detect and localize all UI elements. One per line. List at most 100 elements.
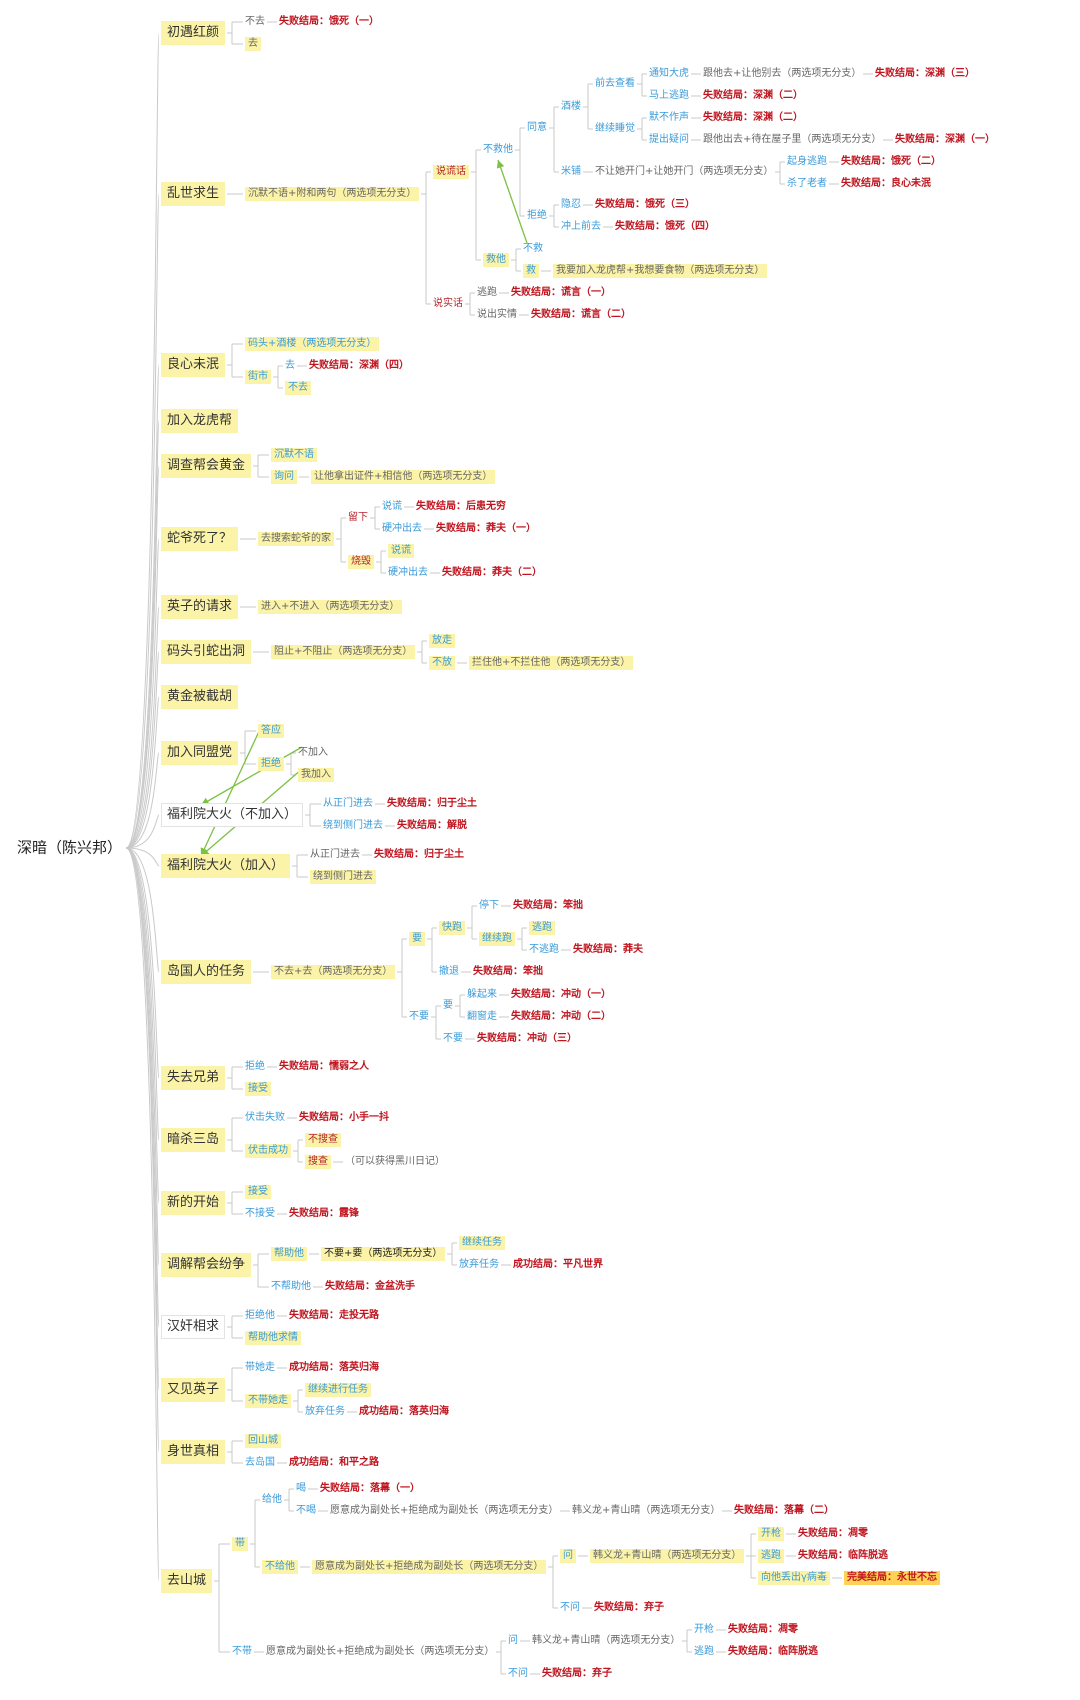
ending-node[interactable]: 失败结局：笨拙 <box>513 900 583 911</box>
ending-node[interactable]: 失败结局：冲动（三） <box>477 1033 577 1044</box>
choice-node[interactable]: 阻止+不阻止（两选项无分支） <box>271 645 416 659</box>
ending-node[interactable]: 失败结局：金盆洗手 <box>325 1281 415 1292</box>
chapter-node[interactable]: 身世真相 <box>161 1440 226 1464</box>
choice-node[interactable]: 给他 <box>262 1494 282 1505</box>
ending-node[interactable]: 成功结局：落英归海 <box>359 1406 449 1417</box>
chapter-node[interactable]: 加入同盟党 <box>161 741 239 765</box>
choice-node[interactable]: 不帮助他 <box>271 1281 311 1292</box>
choice-node[interactable]: 愿意成为副处长+拒绝成为副处长（两选项无分支） <box>312 1560 547 1574</box>
root-node[interactable]: 深暗（陈兴邦） <box>17 838 123 857</box>
ending-node[interactable]: 成功结局：落英归海 <box>289 1362 379 1373</box>
ending-node[interactable]: 失败结局：落幕（一） <box>320 1483 420 1494</box>
choice-node[interactable]: 不逃跑 <box>529 944 559 955</box>
chapter-node[interactable]: 加入龙虎帮 <box>161 409 239 433</box>
chapter-node[interactable]: 福利院大火（加入） <box>161 854 291 878</box>
choice-node[interactable]: 喝 <box>296 1483 306 1494</box>
ending-node[interactable]: 失败结局：临阵脱逃 <box>728 1646 818 1657</box>
choice-node[interactable]: 不接受 <box>245 1208 275 1219</box>
choice-node[interactable]: 从正门进去 <box>323 798 373 809</box>
chapter-node[interactable]: 英子的请求 <box>161 595 239 619</box>
ending-node[interactable]: 失败结局：弃子 <box>542 1668 612 1679</box>
ending-node[interactable]: 失败结局：懦弱之人 <box>279 1061 369 1072</box>
chapter-node[interactable]: 新的开始 <box>161 1191 226 1215</box>
choice-node[interactable]: 硬冲出去 <box>382 523 422 534</box>
choice-node[interactable]: 放弃任务 <box>305 1406 345 1417</box>
choice-node[interactable]: 拒绝 <box>527 210 547 221</box>
ending-node[interactable]: 失败结局：归于尘土 <box>387 798 477 809</box>
choice-node[interactable]: 救他 <box>483 253 509 267</box>
choice-node[interactable]: 不加入 <box>298 747 328 758</box>
ending-node[interactable]: 失败结局：饿死（四） <box>615 221 715 232</box>
choice-node[interactable]: 继续睡觉 <box>595 123 635 134</box>
choice-node[interactable]: 带她走 <box>245 1362 275 1373</box>
choice-node[interactable]: 不要 <box>409 1011 429 1022</box>
ending-node[interactable]: 失败结局：露锋 <box>289 1208 359 1219</box>
choice-node[interactable]: 通知大虎 <box>649 68 689 79</box>
ending-node[interactable]: 失败结局：凋零 <box>798 1528 868 1539</box>
ending-node[interactable]: 失败结局：走投无路 <box>289 1310 379 1321</box>
choice-node[interactable]: 说出实情 <box>477 309 517 320</box>
choice-node[interactable]: 马上逃跑 <box>649 90 689 101</box>
chapter-node[interactable]: 去山城 <box>161 1569 213 1593</box>
choice-node[interactable]: 酒楼 <box>561 101 581 112</box>
choice-node[interactable]: 韩义龙+青山晴（两选项无分支） <box>590 1549 745 1563</box>
ending-node[interactable]: 失败结局：小手一抖 <box>299 1112 389 1123</box>
choice-node[interactable]: 不问 <box>508 1668 528 1679</box>
ending-node[interactable]: 失败结局：深渊（一） <box>895 134 995 145</box>
ending-node[interactable]: 成功结局：和平之路 <box>289 1457 379 1468</box>
choice-node[interactable]: 拒绝他 <box>245 1310 275 1321</box>
choice-node[interactable]: 继续跑 <box>479 932 515 946</box>
choice-node[interactable]: 向他丢出γ病毒 <box>758 1571 830 1585</box>
choice-node[interactable]: 绕到侧门进去 <box>323 820 383 831</box>
ending-node[interactable]: 失败结局：凋零 <box>728 1624 798 1635</box>
choice-node[interactable]: 愿意成为副处长+拒绝成为副处长（两选项无分支） <box>266 1646 495 1657</box>
choice-node[interactable]: 跟他出去+待在屋子里（两选项无分支） <box>703 134 882 145</box>
ending-node[interactable]: 成功结局：平凡世界 <box>513 1259 603 1270</box>
choice-node[interactable]: 伏击失败 <box>245 1112 285 1123</box>
choice-node[interactable]: 去 <box>285 360 295 371</box>
choice-node[interactable]: 答应 <box>258 724 284 738</box>
choice-node[interactable]: 询问 <box>271 470 297 484</box>
chapter-node[interactable]: 又见英子 <box>161 1378 226 1402</box>
chapter-node[interactable]: 码头引蛇出洞 <box>161 640 252 664</box>
choice-node[interactable]: 救 <box>523 264 539 278</box>
ending-node[interactable]: 失败结局：冲动（一） <box>511 989 611 1000</box>
ending-node[interactable]: 失败结局：谎言（一） <box>511 287 611 298</box>
choice-node[interactable]: 躲起来 <box>467 989 497 1000</box>
ending-node[interactable]: 失败结局：莽夫（一） <box>436 523 536 534</box>
choice-node[interactable]: 拒绝 <box>245 1061 265 1072</box>
ending-node[interactable]: 失败结局：落幕（二） <box>734 1505 834 1516</box>
choice-node[interactable]: 沉默不语 <box>271 448 317 462</box>
chapter-node[interactable]: 调解帮会纷争 <box>161 1253 252 1277</box>
choice-node[interactable]: 撤退 <box>439 966 459 977</box>
ending-node[interactable]: 失败结局：弃子 <box>594 1602 664 1613</box>
choice-node[interactable]: 我要加入龙虎帮+我想要食物（两选项无分支） <box>553 264 768 278</box>
choice-node[interactable]: 不问 <box>560 1602 580 1613</box>
choice-node[interactable]: 搜查 <box>305 1155 331 1169</box>
chapter-node[interactable]: 福利院大火（不加入） <box>161 803 304 827</box>
choice-node[interactable]: 说实话 <box>433 298 463 309</box>
choice-node[interactable]: 不去 <box>245 16 265 27</box>
choice-node[interactable]: 米铺 <box>561 166 581 177</box>
choice-node[interactable]: 隐忍 <box>561 199 581 210</box>
choice-node[interactable]: 说谎 <box>388 544 414 558</box>
ending-node[interactable]: 失败结局：莽夫 <box>573 944 643 955</box>
choice-node[interactable]: 逃跑 <box>529 921 555 935</box>
ending-node[interactable]: 失败结局：良心未泯 <box>841 178 931 189</box>
choice-node[interactable]: 不救 <box>523 243 543 254</box>
ending-node[interactable]: 失败结局：莽夫（二） <box>442 567 542 578</box>
choice-node[interactable]: 伏击成功 <box>245 1144 291 1158</box>
choice-node[interactable]: 要 <box>443 1000 453 1011</box>
choice-node[interactable]: 不要+要（两选项无分支） <box>321 1247 446 1261</box>
ending-node[interactable]: 失败结局：解脱 <box>397 820 467 831</box>
choice-node[interactable]: 停下 <box>479 900 499 911</box>
choice-node[interactable]: 继续进行任务 <box>305 1383 371 1397</box>
chapter-node[interactable]: 蛇爷死了？ <box>161 527 239 551</box>
ending-node[interactable]: 失败结局：饿死（一） <box>279 16 379 27</box>
ending-node[interactable]: 失败结局：深渊（三） <box>875 68 975 79</box>
choice-node[interactable]: 逃跑 <box>477 287 497 298</box>
ending-node[interactable]: 失败结局：深渊（二） <box>703 112 803 123</box>
choice-node[interactable]: 拦住他+不拦住他（两选项无分支） <box>469 656 634 670</box>
choice-node[interactable]: 接受 <box>245 1082 271 1096</box>
choice-node[interactable]: 问 <box>560 1549 576 1563</box>
